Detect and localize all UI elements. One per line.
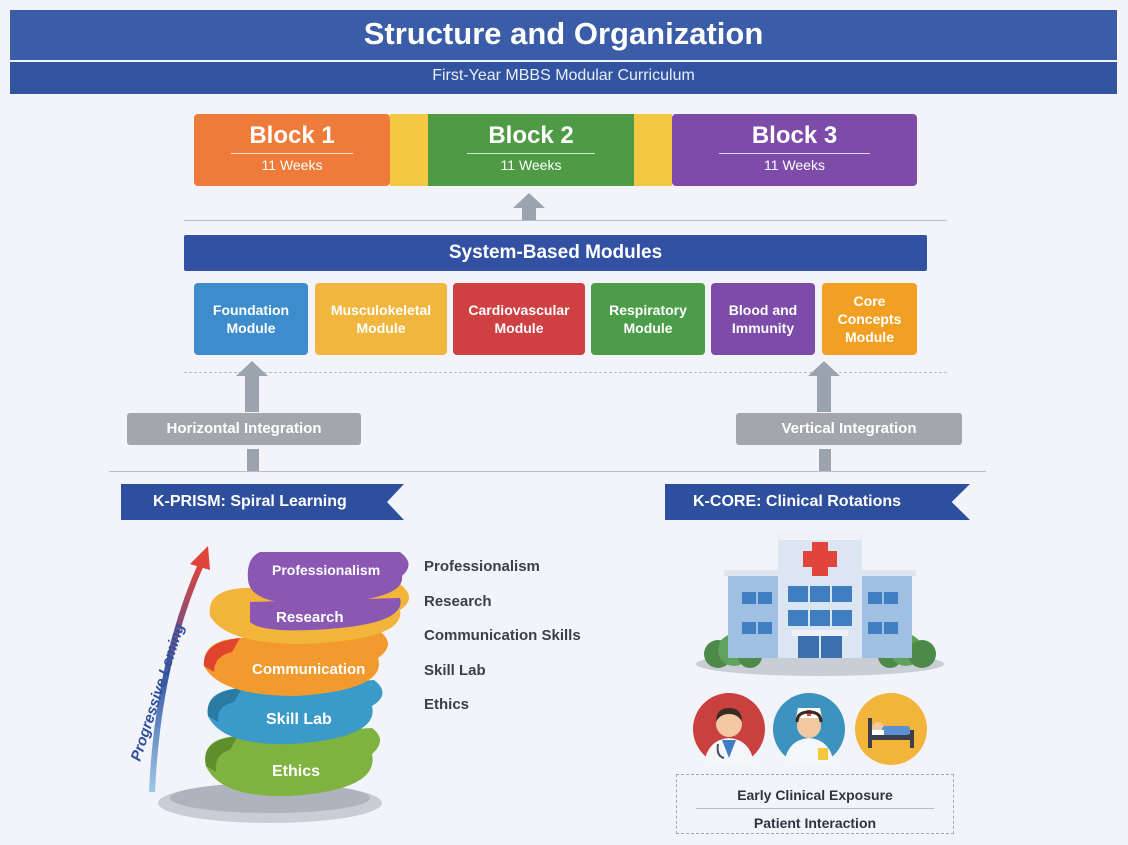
arrow-up-icon — [513, 193, 545, 208]
block-3-weeks: 11 Weeks — [764, 157, 825, 173]
spiral-diagram: Progressive Leming Professionalism Resea… — [128, 546, 409, 823]
title-bar — [10, 10, 1117, 60]
block-1: Block 1 11 Weeks — [194, 114, 390, 186]
block-3: Block 3 11 Weeks — [672, 114, 917, 186]
block-break-2 — [634, 114, 672, 186]
system-modules-header: System-Based Modules — [184, 235, 927, 271]
spiral-label-ethics: Ethics — [272, 763, 320, 780]
list-item: Research — [424, 592, 492, 610]
hospital-icon — [696, 532, 944, 676]
horizontal-integration-label: Horizontal Integration — [127, 413, 361, 445]
spiral-band-skill-lab — [207, 680, 383, 745]
patient-interaction: Patient Interaction — [753, 815, 877, 831]
spiral-band-skill-lab-fold — [207, 688, 242, 722]
spiral-label-professionalism: Professionalism — [272, 562, 380, 578]
page-title: Structure and Organization — [363, 16, 764, 51]
k-prism-title: K-PRISM: Spiral Learning — [153, 493, 347, 510]
spiral-band-research-label-bg — [250, 598, 401, 631]
early-clinical-exposure: Early Clinical Exposure — [737, 787, 893, 803]
block-1-divider — [231, 153, 353, 154]
spiral-band-communication-fold — [203, 638, 240, 672]
spiral-band-ethics — [205, 728, 380, 797]
spiral-band-communication — [203, 630, 388, 696]
divider-line — [109, 471, 986, 472]
spiral-label-communication: Communication — [252, 661, 365, 678]
page-subtitle: First-Year MBBS Modular Curriculum — [432, 67, 695, 84]
doctor-icon — [693, 693, 765, 766]
k-prism-ribbon: K-PRISM: Spiral Learning — [121, 484, 404, 520]
spiral-topic-list: Professionalism Research Communication S… — [424, 556, 581, 729]
block-2-title: Block 2 — [488, 122, 574, 149]
title-banner: Structure and Organization First-Year MB… — [10, 10, 1117, 94]
spiral-label-research: Research — [276, 609, 344, 626]
arrow-stem — [817, 376, 831, 412]
arrow-stem — [245, 376, 259, 412]
patient-icon — [855, 693, 927, 765]
box-divider — [696, 808, 934, 809]
k-core-title: K-CORE: Clinical Rotations — [693, 493, 902, 510]
block-2: Block 2 11 Weeks — [428, 114, 634, 186]
list-item: Ethics — [424, 696, 470, 713]
progress-arrowhead-icon — [190, 546, 210, 570]
arrow-up-icon — [236, 361, 268, 376]
arrow-stem — [522, 207, 536, 220]
list-item: Professionalism — [424, 558, 540, 575]
dashed-divider — [184, 372, 947, 373]
subtitle-bar — [10, 62, 1117, 94]
connector-stem — [819, 449, 831, 471]
connector-stem — [247, 449, 259, 471]
block-3-title: Block 3 — [751, 122, 838, 149]
vertical-integration-label: Vertical Integration — [736, 413, 962, 445]
list-item: Skill Lab — [424, 661, 486, 679]
block-2-divider — [467, 153, 595, 154]
spiral-label-skill-lab: Skill Lab — [266, 711, 332, 728]
nurse-icon — [773, 693, 845, 766]
block-1-weeks: 11 Weeks — [261, 157, 323, 173]
block-2-weeks: 11 Weeks — [500, 157, 562, 173]
spiral-band-ethics-fold — [205, 736, 238, 772]
block-3-divider — [718, 153, 871, 154]
block-1-title: Block 1 — [249, 122, 335, 149]
spiral-band-professionalism — [247, 552, 409, 604]
k-core-ribbon: K-CORE: Clinical Rotations — [665, 484, 970, 520]
progress-arrow — [149, 560, 205, 793]
block-break-1 — [390, 114, 428, 186]
clinical-exposure-box: Early Clinical Exposure Patient Interact… — [676, 774, 954, 834]
divider-line — [184, 220, 947, 221]
arrow-up-icon — [808, 361, 840, 376]
list-item: Communication Skills — [424, 627, 581, 644]
